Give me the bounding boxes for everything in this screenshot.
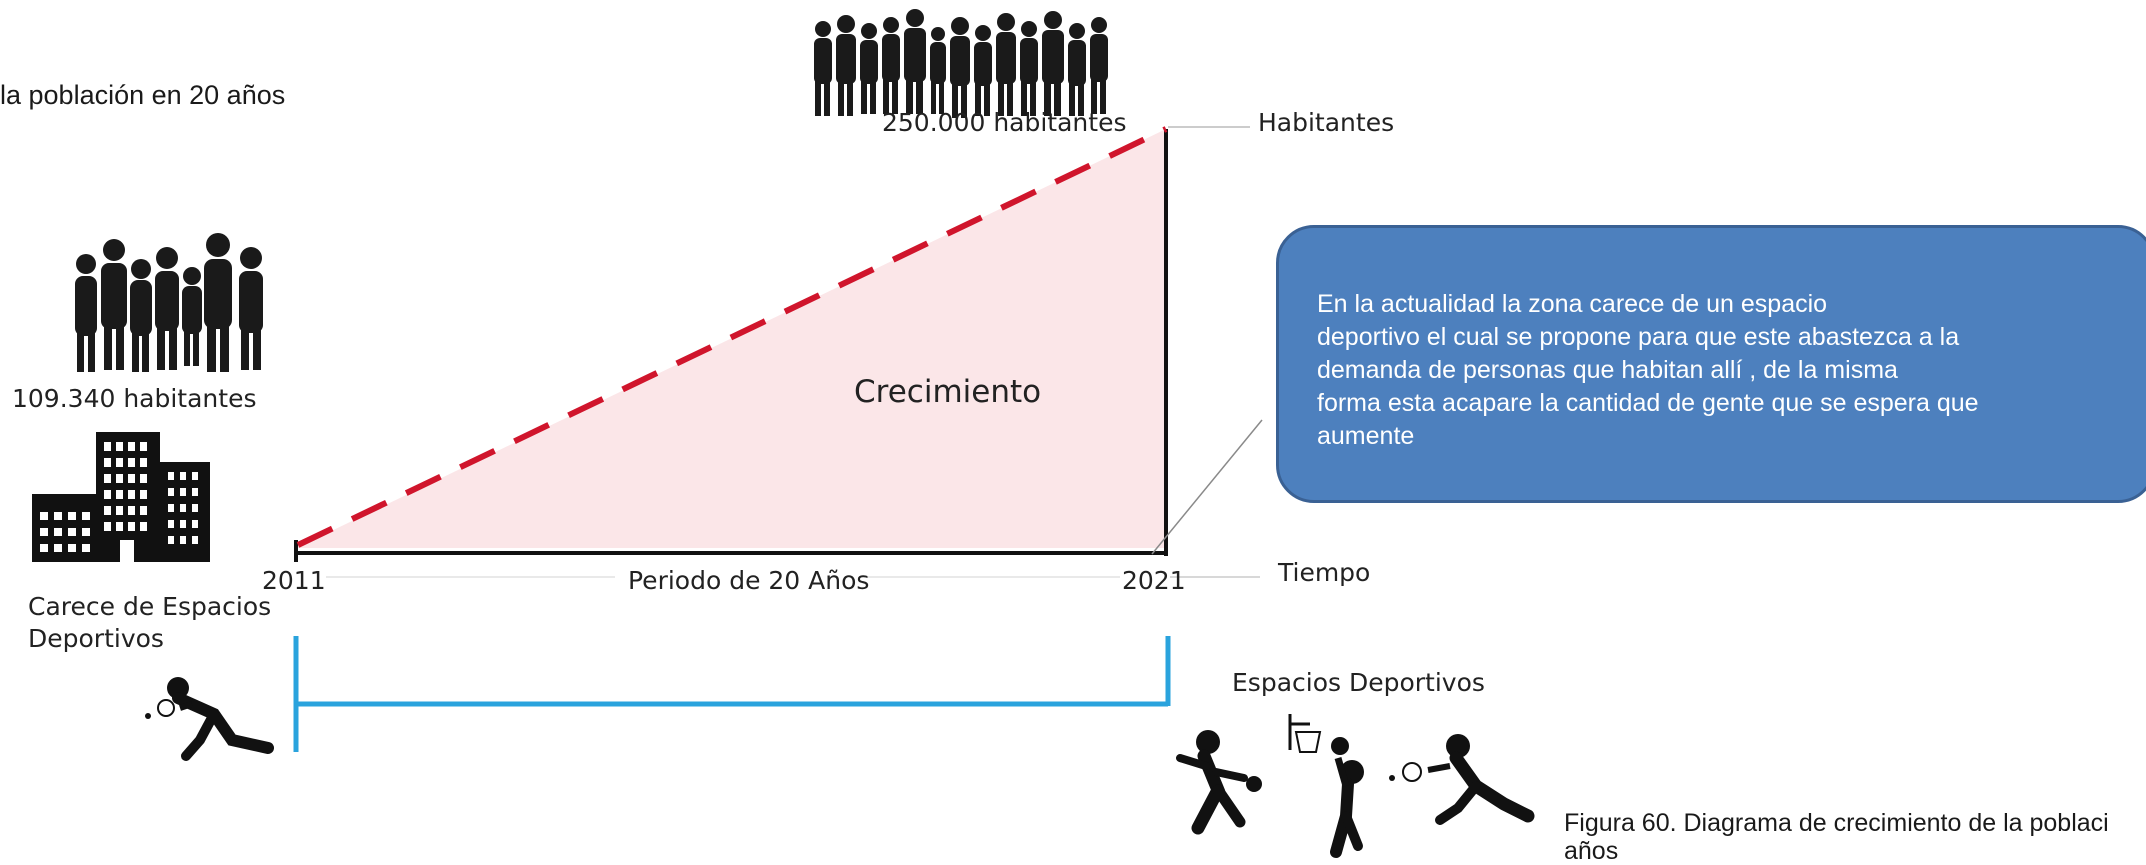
population-2011-silhouette-icon bbox=[75, 233, 263, 372]
callout-line: deportivo el cual se propone para que es… bbox=[1317, 321, 2113, 354]
sports-players-icon bbox=[1180, 714, 1528, 852]
callout-pointer bbox=[1152, 420, 1262, 554]
population-start-label: 109.340 habitantes bbox=[12, 384, 256, 413]
population-2021-silhouette-icon bbox=[814, 9, 1108, 118]
callout-line: aumente bbox=[1317, 420, 2113, 453]
end-year-label: 2021 bbox=[1122, 566, 1186, 595]
callout-line: En la actualidad la zona carece de un es… bbox=[1317, 288, 2113, 321]
population-axis-label: Habitantes bbox=[1258, 108, 1394, 137]
period-label: Periodo de 20 Años bbox=[628, 566, 869, 595]
figure-caption: Figura 60. Diagrama de crecimiento de la… bbox=[1564, 810, 2109, 865]
growth-label: Crecimiento bbox=[854, 374, 1041, 410]
callout-line: forma esta acapare la cantidad de gente … bbox=[1317, 387, 2113, 420]
callout-line: demanda de personas que habitan allí , d… bbox=[1317, 354, 2113, 387]
no-sports-label-line1: Carece de Espacios bbox=[28, 592, 271, 621]
callout-box: En la actualidad la zona carece de un es… bbox=[1276, 225, 2146, 503]
badminton-player-icon bbox=[145, 677, 268, 756]
caption-line1: Figura 60. Diagrama de crecimiento de la… bbox=[1564, 810, 2109, 838]
no-sports-label-line2: Deportivos bbox=[28, 624, 164, 653]
sports-timeline-bracket bbox=[296, 636, 1168, 752]
diagram-heading: la población en 20 años bbox=[0, 80, 285, 111]
caption-line2: años bbox=[1564, 838, 2109, 865]
buildings-icon bbox=[32, 432, 210, 562]
sports-spaces-label: Espacios Deportivos bbox=[1232, 668, 1485, 697]
population-end-label: 250.000 habitantes bbox=[882, 108, 1126, 137]
time-axis-label: Tiempo bbox=[1278, 558, 1370, 587]
start-year-label: 2011 bbox=[262, 566, 326, 595]
